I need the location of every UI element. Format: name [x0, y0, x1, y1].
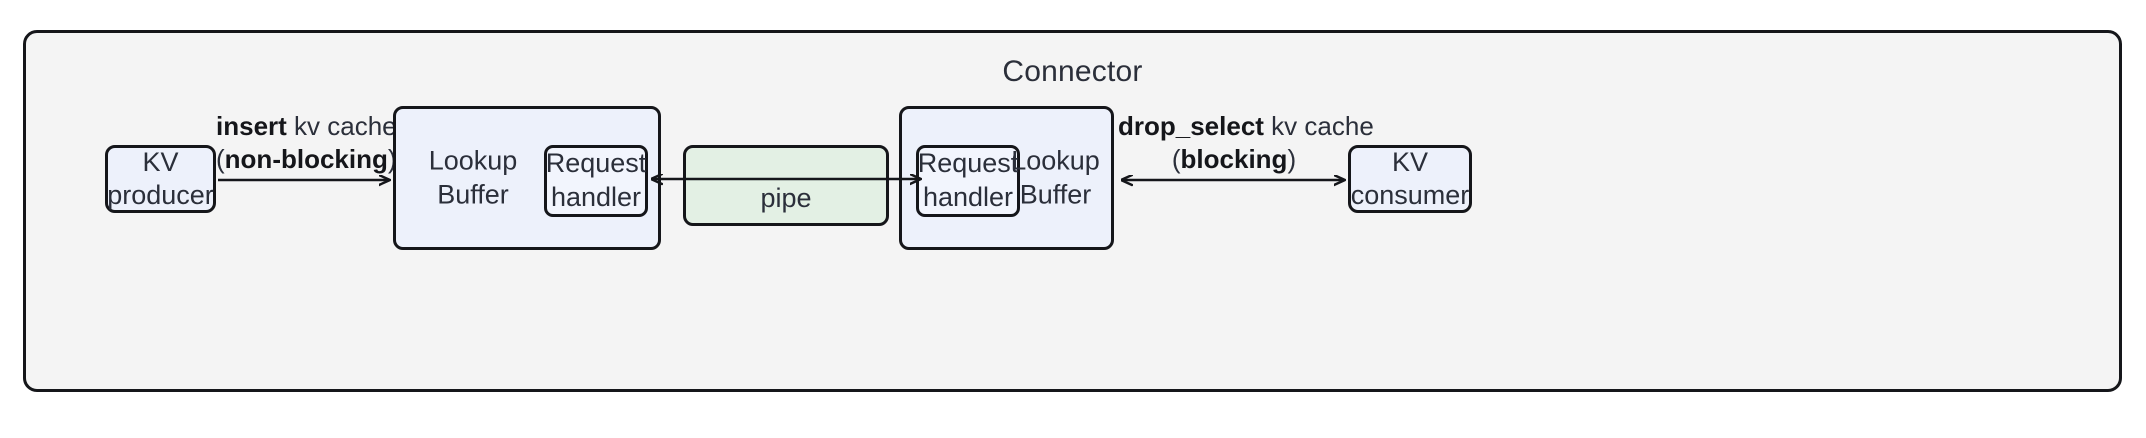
pipe-node[interactable]: pipe	[683, 145, 889, 226]
kv-consumer-node[interactable]: KV consumer	[1348, 145, 1472, 213]
lookup-buffer-right-label: Lookup Buffer	[1011, 145, 1100, 209]
request-handler-left-node[interactable]: Request handler	[544, 145, 648, 217]
request-handler-right-node[interactable]: Request handler	[916, 145, 1020, 217]
edge-label-insert-line2: (non-blocking)	[216, 144, 397, 175]
request-handler-left-label: Request handler	[545, 148, 647, 212]
kv-producer-label: KV producer	[107, 147, 214, 210]
request-handler-right-label: Request handler	[917, 148, 1019, 212]
lookup-buffer-left-node[interactable]: Lookup Buffer Request handler	[393, 106, 661, 250]
edge-label-insert-line1: insert kv cache	[216, 111, 397, 141]
edge-label-drop-select-line1: drop_select kv cache	[1118, 111, 1374, 141]
pipe-label: pipe	[760, 183, 812, 214]
lookup-buffer-right-node[interactable]: Request handler Lookup Buffer	[899, 106, 1114, 250]
edge-label-drop-select: drop_select kv cache (blocking)	[1118, 110, 1374, 177]
kv-producer-node[interactable]: KV producer	[105, 145, 216, 213]
kv-consumer-label: KV consumer	[1350, 147, 1470, 210]
edge-label-drop-select-line2: (blocking)	[1171, 144, 1297, 175]
edge-label-insert: insert kv cache (non-blocking)	[216, 110, 397, 177]
connector-title: Connector	[1002, 55, 1143, 88]
lookup-buffer-left-label: Lookup Buffer	[428, 145, 518, 209]
